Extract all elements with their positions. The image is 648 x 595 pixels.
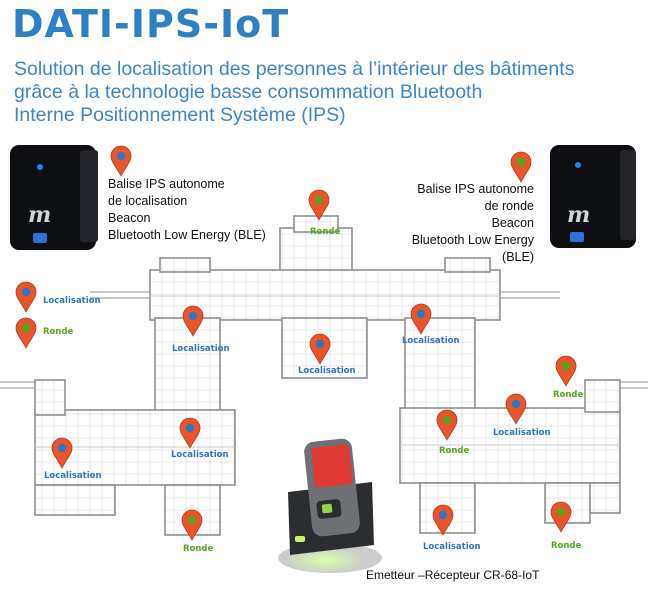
map-pin-icon <box>179 417 201 449</box>
map-label-localisation: Localisation <box>44 471 102 481</box>
beacon-right-line1: Balise IPS autonome <box>417 182 534 196</box>
map-pin-icon <box>51 437 73 469</box>
svg-text:m: m <box>567 202 590 228</box>
map-pin-icon <box>181 509 203 541</box>
beacon-left-line3: Beacon <box>108 211 151 225</box>
page-title: DATI-IPS-IoT <box>12 2 290 46</box>
map-label-ronde: Ronde <box>439 446 470 456</box>
map-pin-icon <box>550 501 572 533</box>
map-pin-icon <box>182 305 204 337</box>
map-pin-icon <box>15 317 37 349</box>
beacon-right-line3: Beacon <box>491 216 534 230</box>
subtitle-line-2: grâce à la technologie basse consommatio… <box>14 81 483 103</box>
map-pin-icon <box>110 145 132 177</box>
legend-localisation: Localisation <box>43 296 101 306</box>
beacon-left-line1: Balise IPS autonome <box>108 177 225 191</box>
map-label-ronde: Ronde <box>310 227 341 237</box>
beacon-right-description: Balise IPS autonome de ronde Beacon Blue… <box>388 181 534 266</box>
map-pin-icon <box>505 393 527 425</box>
map-pin-icon <box>555 355 577 387</box>
map-label-localisation: Localisation <box>171 450 229 460</box>
beacon-right-line2: de ronde <box>484 199 534 213</box>
beacon-right-line4: Bluetooth Low Energy (BLE) <box>411 233 534 264</box>
device-caption: Emetteur –Récepteur CR-68-IoT <box>366 568 540 582</box>
handheld-device-icon <box>278 438 382 574</box>
map-label-ronde: Ronde <box>553 390 584 400</box>
legend-ronde: Ronde <box>43 327 74 337</box>
map-label-ronde: Ronde <box>551 541 582 551</box>
map-pin-icon <box>308 189 330 221</box>
beacon-left-description: Balise IPS autonome de localisation Beac… <box>108 176 266 244</box>
beacon-left-line2: de localisation <box>108 194 188 208</box>
map-label-localisation: Localisation <box>298 366 356 376</box>
map-label-localisation: Localisation <box>493 428 551 438</box>
map-pin-icon <box>309 333 331 365</box>
map-pin-icon <box>432 504 454 536</box>
map-label-ronde: Ronde <box>183 544 214 554</box>
map-label-localisation: Localisation <box>172 344 230 354</box>
map-label-localisation: Localisation <box>402 336 460 346</box>
map-label-localisation: Localisation <box>423 542 481 552</box>
beacon-left-icon: m <box>10 145 98 250</box>
beacon-left-line4: Bluetooth Low Energy (BLE) <box>108 228 266 242</box>
map-pin-icon <box>510 151 532 183</box>
map-pin-icon <box>436 409 458 441</box>
subtitle-line-1: Solution de localisation des personnes à… <box>14 58 575 80</box>
map-pin-icon <box>15 281 37 313</box>
svg-text:m: m <box>28 202 51 228</box>
beacon-right-icon: m <box>550 145 636 248</box>
subtitle-line-3: Interne Positionnement Système (IPS) <box>14 104 346 126</box>
map-pin-icon <box>410 303 432 335</box>
